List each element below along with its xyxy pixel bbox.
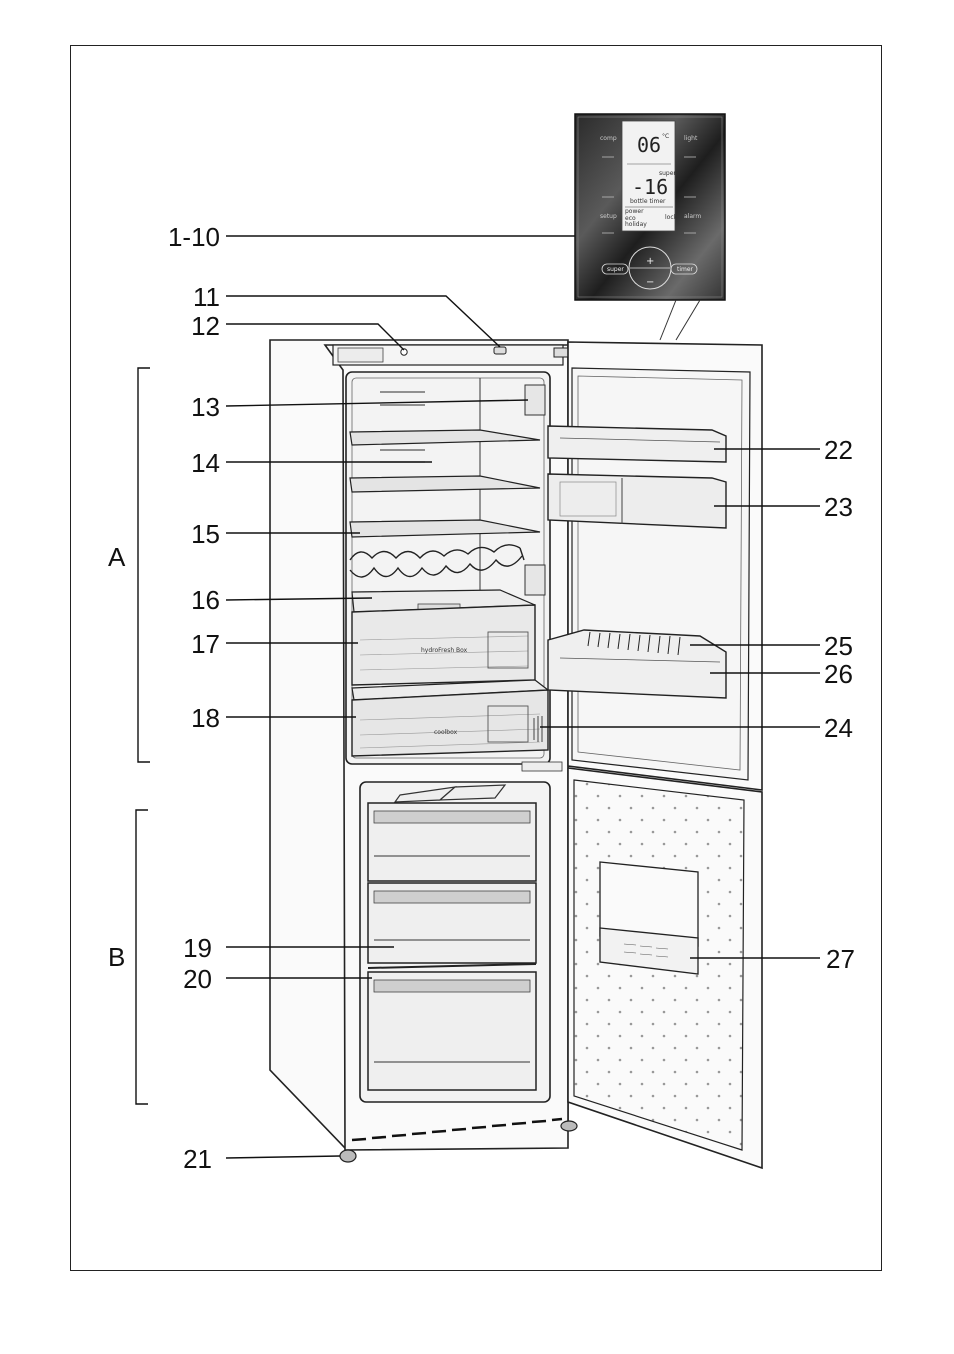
callout-25: 25 <box>824 631 853 661</box>
callout-26: 26 <box>824 659 853 689</box>
callout-22: 22 <box>824 435 853 465</box>
super-button[interactable]: super <box>607 266 624 273</box>
lock-indicator: lock <box>665 214 678 221</box>
page-frame <box>70 45 882 1271</box>
holiday-indicator: holiday <box>625 221 647 228</box>
freezer-door <box>567 767 763 1170</box>
leader-lines <box>225 235 820 1159</box>
wine-rack-16 <box>349 544 525 578</box>
door-shelf-22 <box>547 425 727 463</box>
hydrofresh-label: hydroFresh Box <box>421 647 468 654</box>
callout-20: 20 <box>183 964 212 994</box>
callout-15: 15 <box>191 519 220 549</box>
comp-label: comp <box>600 135 617 142</box>
callout-23: 23 <box>824 492 853 522</box>
unit-label: °C <box>662 133 669 140</box>
callout-16: 16 <box>191 585 220 615</box>
callout-27: 27 <box>826 944 855 974</box>
control-panel: 06 °C -16 super bottle timer power lock … <box>574 113 726 301</box>
coolbox-label: coolbox <box>434 729 458 736</box>
fridge-temp-readout: 06 <box>637 133 661 157</box>
callout-13: 13 <box>191 392 220 422</box>
super-indicator: super <box>659 170 676 177</box>
callout-11: 11 <box>193 282 220 312</box>
plinth-grille <box>351 1117 563 1142</box>
plus-button[interactable]: + <box>646 256 654 267</box>
hydrofresh-box-17 <box>351 604 536 686</box>
callout-labels: 1-10 11 12 13 14 15 16 17 18 19 20 21 22… <box>108 222 855 1174</box>
fridge-door <box>547 341 763 791</box>
sensor-12 <box>400 348 408 356</box>
bottle-timer-indicator: bottle timer <box>630 198 666 205</box>
section-bracket-a <box>137 367 150 763</box>
coolbox-18 <box>351 689 549 757</box>
section-label-a: A <box>108 542 126 572</box>
section-bracket-b <box>135 809 148 1105</box>
minus-button[interactable]: − <box>646 277 654 288</box>
callout-17: 17 <box>191 629 220 659</box>
callout-24: 24 <box>824 713 853 743</box>
eco-indicator: eco <box>625 215 636 222</box>
info-panel-27 <box>599 927 699 975</box>
callout-18: 18 <box>191 703 220 733</box>
glass-shelf-14a <box>349 429 541 446</box>
adjustable-foot-21 <box>339 1149 357 1163</box>
callout-19: 19 <box>183 933 212 963</box>
light-switch-11 <box>493 346 507 355</box>
timer-button[interactable]: timer <box>677 266 694 273</box>
glass-shelf-15 <box>349 519 541 538</box>
setup-label: setup <box>600 213 617 220</box>
freezer-temp-readout: -16 <box>632 175 668 199</box>
callout-12: 12 <box>191 311 220 341</box>
bottle-holder-25 <box>587 631 681 656</box>
glass-shelf-14b <box>349 475 541 493</box>
fridge-cabinet: hydroFresh Box coolbox <box>269 339 578 1163</box>
bottle-shelf-26 <box>547 629 727 699</box>
butter-compartment-23 <box>547 473 727 529</box>
lcd-display <box>621 120 676 232</box>
vent-24 <box>533 716 543 742</box>
callout-14: 14 <box>191 448 220 478</box>
section-label-b: B <box>108 942 125 972</box>
callout-1-10: 1-10 <box>168 222 220 252</box>
freezer-shelf-20 <box>367 963 537 969</box>
alarm-label: alarm <box>684 213 701 220</box>
light-label: light <box>684 135 698 142</box>
power-indicator: power <box>625 208 644 215</box>
callout-21: 21 <box>183 1144 212 1174</box>
